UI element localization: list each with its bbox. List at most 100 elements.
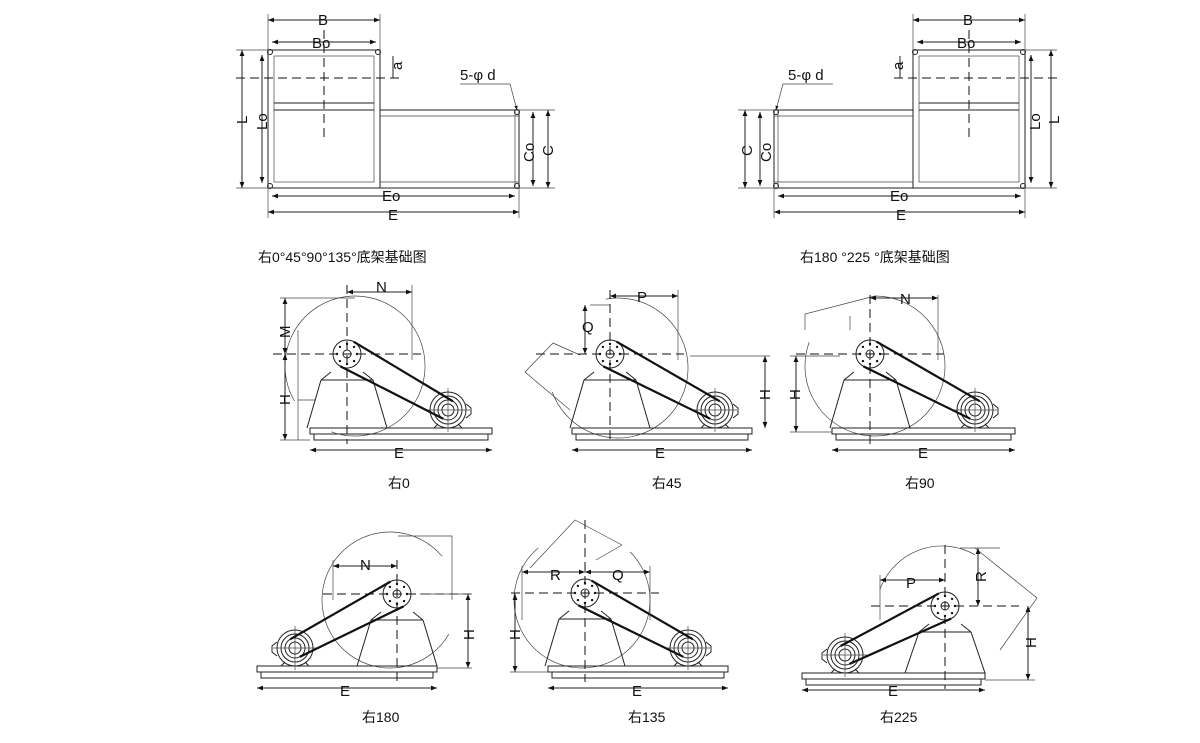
fan-pulley xyxy=(382,579,412,609)
bolt xyxy=(402,585,406,589)
fan-pulley xyxy=(595,339,625,369)
dim-L: L xyxy=(234,116,251,124)
dim-H: H xyxy=(461,629,478,640)
bolt xyxy=(388,599,392,603)
bearing-support xyxy=(843,371,897,381)
bolt xyxy=(598,352,602,356)
fan-pulley xyxy=(332,339,362,369)
fan-base-inner xyxy=(273,55,375,183)
shaft xyxy=(392,589,402,599)
motor-fan-cover xyxy=(821,648,828,664)
bolt xyxy=(388,585,392,589)
base-plan-right xyxy=(738,14,1057,218)
dim-a: a xyxy=(890,61,907,70)
bolt xyxy=(338,359,342,363)
bolt xyxy=(593,591,597,595)
bolt xyxy=(608,342,612,346)
v-belt xyxy=(591,579,694,641)
caption-right-180: 右180 xyxy=(362,709,400,725)
scroll-housing xyxy=(513,519,651,669)
motor-feet xyxy=(673,661,703,667)
dim-N: N xyxy=(900,291,911,308)
bearing-support xyxy=(583,371,637,381)
bolt xyxy=(861,345,865,349)
fan-view xyxy=(790,295,1016,453)
base-frame xyxy=(313,433,489,441)
dim-E: E xyxy=(655,445,665,462)
bolt xyxy=(608,362,612,366)
shaft xyxy=(865,349,875,359)
motor-feet xyxy=(433,423,463,429)
shaft xyxy=(342,349,352,359)
bolt-hole xyxy=(514,183,520,189)
dim-P: P xyxy=(906,575,916,592)
bolt-hole xyxy=(267,49,273,55)
v-belt xyxy=(840,592,940,647)
dim-M: M xyxy=(277,326,294,339)
bolt xyxy=(868,342,872,346)
v-belt xyxy=(848,617,952,665)
dim-Bo: Bo xyxy=(312,35,330,52)
dim-N: N xyxy=(376,279,387,296)
bolt xyxy=(943,594,947,598)
bolt xyxy=(868,362,872,366)
caption-right-135: 右135 xyxy=(628,709,666,725)
bearing-support xyxy=(320,371,374,381)
bearing-pedestal xyxy=(904,631,986,674)
scroll-housing xyxy=(804,295,946,437)
base-frame-top xyxy=(571,427,753,435)
dim-C: C xyxy=(739,145,756,156)
bolt xyxy=(601,359,605,363)
bearing-support xyxy=(558,610,612,620)
bolt xyxy=(338,345,342,349)
caption-right-45: 右45 xyxy=(652,475,682,491)
v-belt xyxy=(876,340,981,403)
scroll-housing xyxy=(321,531,453,669)
motor-fan-cover xyxy=(992,403,999,419)
dim-Lo: Lo xyxy=(254,113,271,130)
base-frame-top xyxy=(801,672,986,680)
bolt xyxy=(352,359,356,363)
bolt xyxy=(858,352,862,356)
bolt xyxy=(395,602,399,606)
fan-view xyxy=(801,545,1038,693)
dim-holes: 5-φ d xyxy=(788,67,824,84)
base-frame xyxy=(575,433,749,441)
v-belt xyxy=(602,365,711,420)
dim-H: H xyxy=(1023,637,1040,648)
fan-pulley xyxy=(570,578,600,608)
bearing-pedestal xyxy=(829,379,911,429)
caption-plan-right: 右180 °225 °底架基础图 xyxy=(800,249,950,265)
dim-P: P xyxy=(637,289,647,306)
dim-E: E xyxy=(388,207,398,224)
base-frame-top xyxy=(547,665,729,673)
fan-pulley xyxy=(855,339,885,369)
dim-Co: Co xyxy=(758,143,775,162)
bolt xyxy=(405,592,409,596)
bolt xyxy=(933,604,937,608)
dim-Eo: Eo xyxy=(382,188,400,205)
dim-L: L xyxy=(1046,116,1063,124)
bolt xyxy=(583,581,587,585)
bearing-support xyxy=(370,611,424,621)
shaft xyxy=(580,588,590,598)
dim-E: E xyxy=(632,683,642,700)
base-plan-left xyxy=(236,14,555,218)
v-belt xyxy=(862,365,971,420)
v-belt xyxy=(289,580,391,641)
bolt xyxy=(335,352,339,356)
scroll-housing xyxy=(879,545,1038,651)
motor-base-outline xyxy=(773,109,914,189)
base-frame-top xyxy=(256,665,438,673)
caption-right-225: 右225 xyxy=(880,709,918,725)
bolt xyxy=(576,584,580,588)
bolt-hole xyxy=(912,49,918,55)
bolt xyxy=(576,598,580,602)
motor-feet xyxy=(700,423,730,429)
dim-N: N xyxy=(360,557,371,574)
motor-base-outline xyxy=(379,109,520,189)
fan-views xyxy=(256,285,1038,693)
bolt xyxy=(936,611,940,615)
shaft xyxy=(940,601,950,611)
bolt xyxy=(615,345,619,349)
